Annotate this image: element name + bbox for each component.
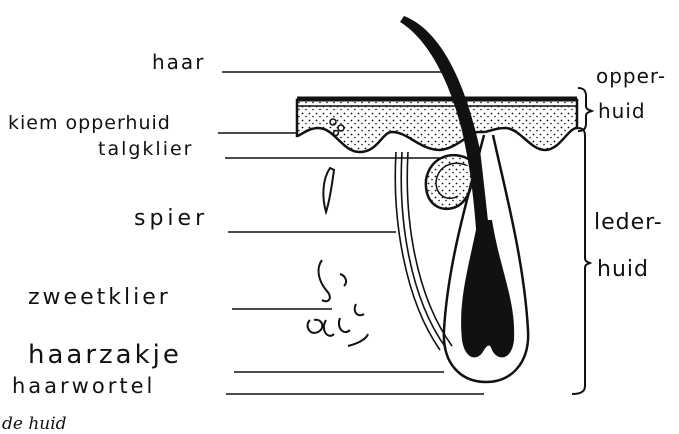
label-lederhuid-2: huid	[597, 259, 649, 281]
label-opperhuid-1: opper-	[596, 66, 666, 86]
sweat-gland-coil	[324, 320, 334, 336]
label-spier: spier	[134, 208, 208, 230]
label-zweetklier: zweetklier	[28, 287, 171, 309]
sweat-duct	[323, 168, 334, 212]
sweat-gland-coil	[355, 304, 364, 315]
label-kiem-opperhuid: kiem opperhuid	[8, 114, 171, 133]
label-haarzakje: haarzakje	[28, 342, 182, 368]
label-haarwortel: haarwortel	[12, 376, 155, 397]
label-opperhuid-2: huid	[598, 101, 646, 121]
figure-caption: de huid	[2, 414, 67, 434]
sweat-gland-coil	[348, 334, 368, 346]
sweat-gland-coil	[339, 318, 350, 332]
sweat-gland-coil	[308, 320, 323, 333]
label-haar: haar	[152, 52, 205, 72]
sweat-gland-coil	[340, 274, 346, 286]
sebaceous-gland	[426, 155, 473, 209]
label-talgklier: talgklier	[98, 140, 194, 159]
sweat-gland-coil	[319, 260, 330, 301]
label-lederhuid-1: leder-	[594, 212, 663, 234]
bracket-lederhuid	[572, 128, 590, 394]
bracket-opperhuid	[578, 88, 592, 131]
